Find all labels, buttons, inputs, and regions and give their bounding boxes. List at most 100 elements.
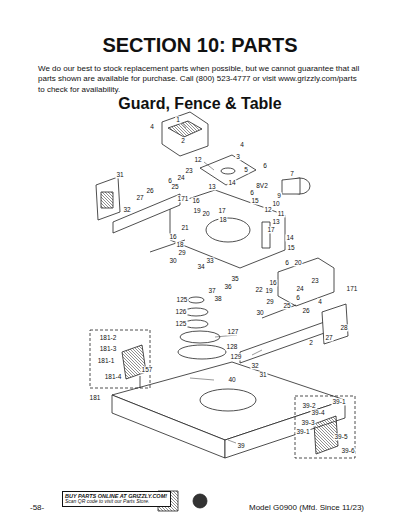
- callout-number: 39-5: [333, 433, 348, 440]
- callout-number: 15: [250, 197, 259, 204]
- logo: [193, 494, 207, 508]
- ring: [184, 308, 208, 316]
- callout-number: 13: [207, 183, 216, 190]
- leader-line: [204, 162, 214, 170]
- callout-number: 4: [149, 123, 155, 130]
- callout-number: 13: [271, 218, 280, 225]
- callout-number: 6: [295, 294, 301, 301]
- left-fence-rail: [113, 194, 180, 233]
- callout-number: 6: [284, 259, 290, 266]
- callout-number: 24: [176, 174, 185, 181]
- callout-number: 4: [239, 141, 245, 148]
- callout-number: 19: [192, 207, 201, 214]
- callout-number: 30: [255, 309, 264, 316]
- callout-number: 26: [145, 187, 154, 194]
- callout-number: 17: [266, 226, 275, 233]
- callout-number: 9: [276, 192, 282, 199]
- insert-ring: [178, 345, 226, 359]
- callout-number: 39: [236, 442, 245, 449]
- callout-number: 19: [264, 287, 273, 294]
- callout-number: 24: [295, 285, 304, 292]
- guard-body: [170, 190, 285, 268]
- callout-number: 4: [317, 298, 323, 305]
- callout-number: 35: [230, 275, 239, 282]
- left-bracket-pad: [101, 192, 113, 208]
- leader-line: [190, 378, 214, 380]
- callout-number: 2: [180, 137, 186, 144]
- callout-number: 14: [227, 179, 236, 186]
- callout-number: 23: [310, 277, 319, 284]
- intro-note: We do our best to stock replacement part…: [38, 64, 364, 95]
- callout-number: 29: [177, 249, 186, 256]
- callout-number: 29: [265, 298, 274, 305]
- pad: [122, 345, 146, 379]
- ring: [188, 297, 204, 303]
- callout-number: 125: [175, 320, 188, 327]
- model-footer: Model G0900 (Mfd. Since 11/23): [249, 504, 364, 513]
- callout-number: 12: [193, 156, 202, 163]
- right-fence-rail: [240, 320, 330, 363]
- insert-plate: [180, 331, 220, 343]
- left-fence-bracket: [96, 177, 120, 220]
- callout-number: 18: [218, 216, 227, 223]
- callout-number: 127: [227, 328, 240, 335]
- table-top: [112, 362, 345, 440]
- callout-number: 30: [168, 257, 177, 264]
- blade-guard-top: [162, 112, 208, 156]
- callout-number: 28: [339, 324, 348, 331]
- callout-number: 14: [285, 234, 294, 241]
- guard-opening: [206, 218, 250, 242]
- callout-number: 3: [235, 153, 241, 160]
- callout-number: 31: [258, 371, 267, 378]
- callout-number: 40: [227, 376, 236, 383]
- callout-number: 20: [293, 259, 302, 266]
- callout-number: 10: [271, 200, 280, 207]
- group-box: [295, 396, 355, 458]
- callout-number: 18: [175, 241, 184, 248]
- callout-number: 181-1: [97, 357, 116, 364]
- callout-number: 36: [223, 283, 232, 290]
- callout-number: 22: [254, 286, 263, 293]
- guard-window: [168, 121, 202, 137]
- callout-number: 1: [175, 116, 181, 123]
- callout-number: 27: [324, 334, 333, 341]
- table-pin: [140, 376, 141, 388]
- callout-number: 11: [277, 210, 286, 217]
- callout-number: 15: [286, 244, 295, 251]
- callout-number: 181-3: [99, 345, 118, 352]
- callout-number: 39-3: [300, 419, 315, 426]
- callout-number: 125: [176, 296, 189, 303]
- callout-number: 39-6: [340, 447, 355, 454]
- callout-number: 6: [249, 189, 255, 196]
- callout-number: 20: [201, 210, 210, 217]
- table-hole: [200, 389, 256, 411]
- callout-number: 38: [213, 295, 222, 302]
- callout-number: 31: [115, 171, 124, 178]
- leader-line: [228, 440, 236, 443]
- callout-number: 26: [301, 307, 310, 314]
- callout-number: 181-4: [104, 373, 123, 380]
- callout-number: 128: [226, 343, 239, 350]
- callout-number: 16: [168, 233, 177, 240]
- callout-number: 157: [141, 366, 154, 373]
- callout-number: 12: [263, 206, 272, 213]
- dust-port-body: [282, 178, 300, 194]
- callout-number: 21: [180, 224, 189, 231]
- box-body: Scan QR code to visit our Parts Store.: [65, 499, 168, 505]
- leader-line: [252, 350, 262, 355]
- callout-number: 6: [262, 162, 268, 169]
- callout-number: 33: [205, 257, 214, 264]
- callout-number: 39-4: [310, 409, 325, 416]
- parts-store-box: BUY PARTS ONLINE AT GRIZZLY.COM!Scan QR …: [62, 491, 171, 507]
- callout-number: 34: [196, 263, 205, 270]
- section-title: SECTION 10: PARTS: [0, 34, 400, 56]
- page-number: -58-: [30, 504, 44, 513]
- section-subtitle: Guard, Fence & Table: [0, 95, 400, 113]
- callout-number: 8V2: [255, 182, 269, 189]
- callout-number: 32: [122, 206, 131, 213]
- callout-number: 181: [89, 394, 102, 401]
- callout-number: 5: [243, 166, 249, 173]
- callout-number: 39-1: [295, 428, 310, 435]
- callout-number: 39-1: [331, 398, 346, 405]
- ring: [184, 320, 208, 328]
